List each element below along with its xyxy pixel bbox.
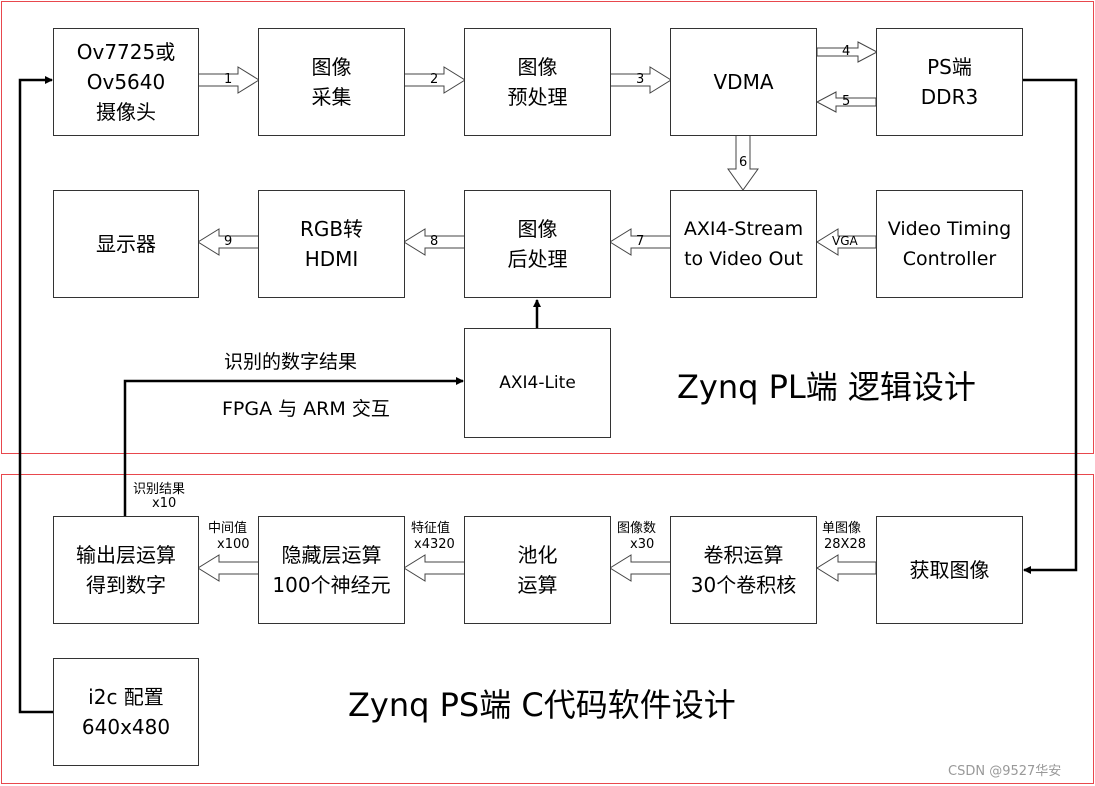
- label-2: 2: [430, 72, 439, 87]
- hdmi-line2: HDMI: [304, 247, 359, 271]
- label-single-2: 28X28: [824, 537, 866, 552]
- arrow-image-count: [609, 554, 672, 582]
- arrow-midvalue: [197, 554, 260, 582]
- note-interact: FPGA 与 ARM 交互: [222, 398, 390, 420]
- preprocess-line1: 图像: [517, 55, 558, 79]
- arrow-9: [197, 228, 260, 256]
- label-single-1: 单图像: [822, 521, 862, 536]
- arrow-result-to-axilite: [123, 377, 464, 516]
- axilite-label: AXI4-Lite: [499, 373, 576, 393]
- arrow-6: [727, 134, 759, 191]
- camera-line1: Ov7725或: [76, 40, 176, 64]
- arrow-7: [609, 228, 672, 256]
- conv-box: 卷积运算 30个卷积核: [670, 516, 817, 624]
- label-mid-1: 中间值: [208, 521, 248, 536]
- conv-line1: 卷积运算: [703, 543, 784, 567]
- conv-line2: 30个卷积核: [690, 573, 797, 597]
- pool-line2: 运算: [517, 573, 558, 597]
- label-vga: VGA: [832, 234, 858, 248]
- capture-line1: 图像: [311, 55, 352, 79]
- i2c-line2: 640x480: [81, 715, 171, 739]
- postprocess-line2: 后处理: [507, 247, 568, 271]
- preprocess-box: 图像 预处理: [464, 28, 611, 136]
- display-box: 显示器: [53, 190, 199, 298]
- label-feat-2: x4320: [414, 537, 455, 552]
- label-4: 4: [842, 44, 851, 59]
- hdmi-line1: RGB转: [299, 217, 364, 241]
- label-imgs-2: x30: [630, 537, 655, 552]
- postprocess-line1: 图像: [517, 217, 558, 241]
- hidden-box: 隐藏层运算 100个神经元: [258, 516, 405, 624]
- label-7: 7: [636, 234, 645, 249]
- arrow-2: [403, 66, 466, 94]
- output-line1: 输出层运算: [76, 543, 176, 567]
- preprocess-line2: 预处理: [507, 85, 568, 109]
- arrow-3: [609, 66, 672, 94]
- hidden-line2: 100个神经元: [272, 573, 391, 597]
- hidden-line1: 隐藏层运算: [281, 543, 382, 567]
- arrow-feature: [403, 554, 466, 582]
- label-5: 5: [842, 94, 851, 109]
- ps-title: Zynq PS端 C代码软件设计: [348, 686, 736, 724]
- label-imgs-1: 图像数: [617, 521, 657, 536]
- label-1: 1: [224, 72, 233, 87]
- arrow-single-image: [816, 554, 877, 582]
- label-6: 6: [739, 155, 748, 170]
- hdmi-box: RGB转 HDMI: [258, 190, 405, 298]
- camera-line2: Ov5640: [86, 70, 166, 94]
- axis-line1: AXI4-Stream: [683, 218, 804, 240]
- label-result-2: x10: [152, 496, 177, 511]
- camera-line3: 摄像头: [96, 100, 156, 124]
- arrow-8: [403, 228, 466, 256]
- fetch-label: 获取图像: [909, 558, 990, 582]
- vdma-label: VDMA: [713, 70, 774, 94]
- capture-box: 图像 采集: [258, 28, 405, 136]
- i2c-box: i2c 配置 640x480: [53, 658, 199, 766]
- arrow-1: [197, 66, 260, 94]
- vdma-box: VDMA: [670, 28, 817, 136]
- display-label: 显示器: [96, 232, 156, 256]
- vtc-box: Video Timing Controller: [876, 190, 1023, 298]
- axilite-box: AXI4-Lite: [464, 328, 611, 438]
- camera-box: Ov7725或 Ov5640 摄像头: [53, 28, 199, 136]
- label-mid-2: x100: [217, 537, 250, 552]
- vtc-line2: Controller: [902, 248, 997, 270]
- pool-box: 池化 运算: [464, 516, 611, 624]
- vtc-line1: Video Timing: [887, 218, 1012, 240]
- fetch-box: 获取图像: [876, 516, 1023, 624]
- capture-line2: 采集: [311, 85, 352, 109]
- pl-region: [1, 1, 1094, 454]
- axis-box: AXI4-Stream to Video Out: [670, 190, 817, 298]
- watermark: CSDN @9527华安: [948, 764, 1062, 779]
- ps-region: [1, 474, 1094, 784]
- pl-title: Zynq PL端 逻辑设计: [677, 368, 976, 406]
- postprocess-box: 图像 后处理: [464, 190, 611, 298]
- label-9: 9: [224, 234, 233, 249]
- arrow-i2c-to-camera: [18, 76, 54, 714]
- label-result-1: 识别结果: [133, 482, 186, 497]
- ddr-box: PS端 DDR3: [876, 28, 1023, 136]
- arrow-ddr-to-fetch: [1022, 78, 1078, 574]
- label-8: 8: [430, 234, 439, 249]
- ddr-line1: PS端: [927, 55, 972, 79]
- note-result: 识别的数字结果: [224, 351, 358, 373]
- label-feat-1: 特征值: [411, 521, 451, 536]
- arrow-5: [815, 91, 877, 113]
- axis-line2: to Video Out: [684, 248, 803, 270]
- arrow-4: [816, 41, 879, 63]
- ddr-line2: DDR3: [920, 85, 979, 109]
- arrow-vga: [816, 228, 877, 256]
- output-box: 输出层运算 得到数字: [53, 516, 199, 624]
- label-3: 3: [636, 72, 645, 87]
- i2c-line1: i2c 配置: [88, 685, 164, 709]
- output-line2: 得到数字: [86, 573, 166, 597]
- pool-line1: 池化: [517, 543, 558, 567]
